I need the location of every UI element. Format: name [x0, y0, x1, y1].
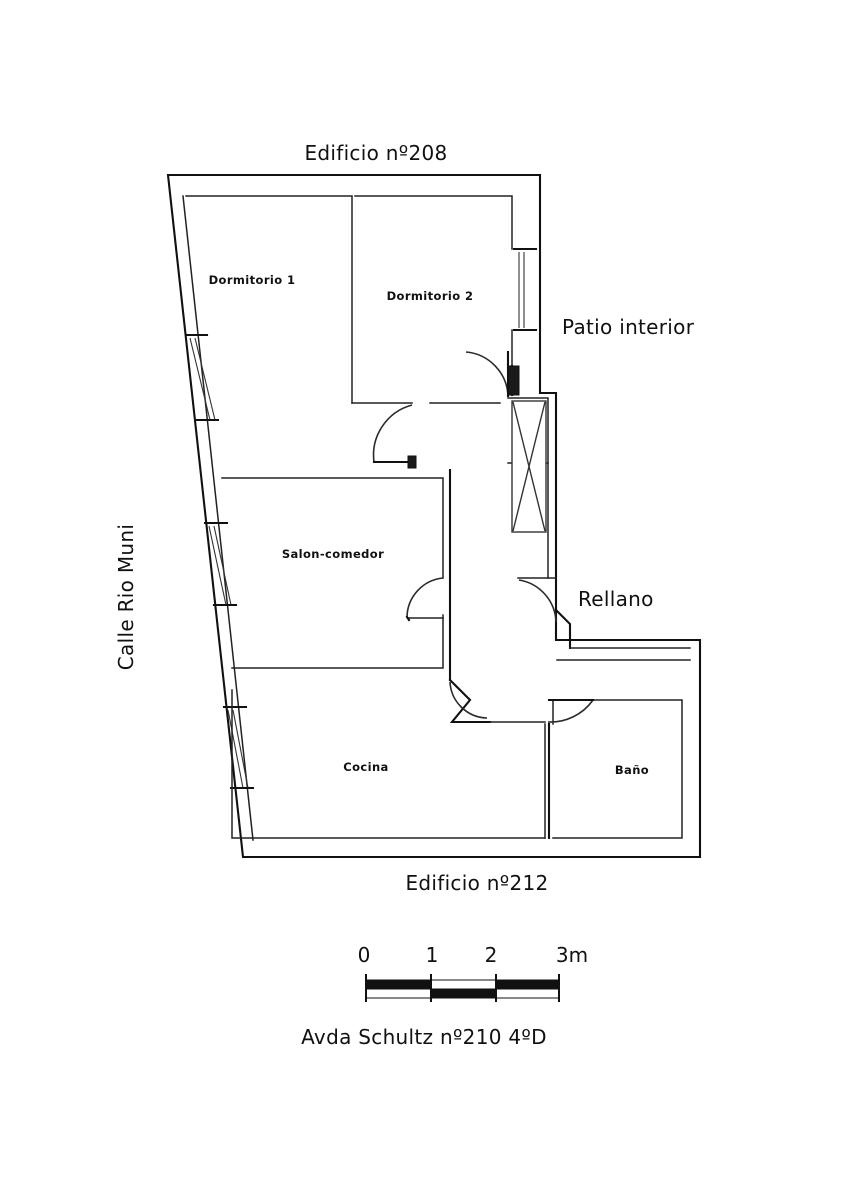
scale-tick-0: 0	[358, 943, 371, 967]
label-edificio-bottom: Edificio nº212	[405, 871, 548, 895]
room-label-cocina: Cocina	[343, 760, 388, 774]
room-label-dormitorio2: Dormitorio 2	[387, 289, 474, 303]
door-dormitorio2	[465, 350, 510, 398]
window-icon-patio	[512, 247, 538, 332]
room-label-bano: Baño	[615, 763, 649, 777]
scale-tick-2: 2	[485, 943, 498, 967]
door-salon	[405, 577, 444, 622]
label-calle-rio-muni: Calle Rio Muni	[114, 524, 138, 670]
scale-tick-3: 3m	[556, 943, 588, 967]
door-cocina	[449, 681, 488, 719]
scale-tick-1: 1	[426, 943, 439, 967]
exterior-outline	[166, 173, 702, 859]
room-label-dormitorio1: Dormitorio 1	[209, 273, 296, 287]
label-patio-interior: Patio interior	[562, 315, 695, 339]
scale-bar: 0 1 2 3m	[358, 943, 588, 1002]
door-bano	[547, 698, 595, 723]
window-group-street	[184, 333, 255, 790]
window-icon-3	[222, 705, 255, 790]
door-dormitorio1	[372, 404, 417, 469]
street-wall-inner	[182, 195, 254, 841]
window-icon-1	[184, 333, 220, 422]
exterior-label-group: Edificio nº208 Edificio nº212 Patio inte…	[114, 141, 695, 895]
room-label-salon: Salon-comedor	[282, 547, 384, 561]
interior-walls	[185, 195, 691, 840]
label-edificio-top: Edificio nº208	[304, 141, 447, 165]
door-rellano	[518, 579, 557, 623]
window-icon-2	[203, 521, 238, 607]
door-group	[372, 350, 595, 723]
scale-bar-graphic	[365, 974, 560, 1002]
page-title: Avda Schultz nº210 4ºD	[301, 1025, 547, 1049]
room-label-group: Dormitorio 1 Dormitorio 2 Salon-comedor …	[209, 273, 649, 777]
label-rellano: Rellano	[578, 587, 654, 611]
stair-x-icon	[511, 400, 547, 533]
